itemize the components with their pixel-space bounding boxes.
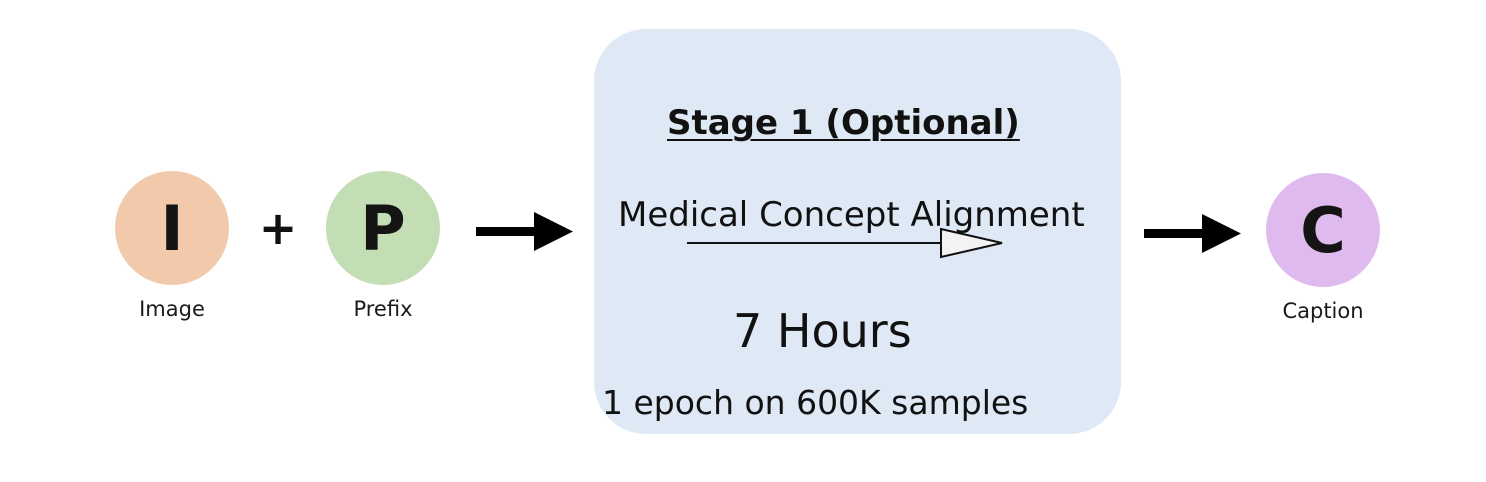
stage-task: Medical Concept Alignment (618, 195, 1085, 235)
image-label: Image (139, 297, 205, 321)
arrow-inputs-to-stage (476, 212, 573, 251)
image-node-letter: I (160, 191, 184, 265)
plus-operator: + (258, 201, 298, 255)
prefix-node: P (326, 171, 440, 285)
image-node: I (115, 171, 229, 285)
stage-time: 7 Hours (733, 304, 912, 358)
prefix-node-letter: P (360, 191, 406, 265)
caption-label: Caption (1282, 299, 1364, 323)
caption-node-letter: C (1300, 193, 1346, 267)
stage-title-text: Stage 1 (Optional) (667, 103, 1020, 143)
stage-detail: 1 epoch on 600K samples (602, 383, 1029, 422)
prefix-label: Prefix (353, 297, 413, 321)
stage-box: Stage 1 (Optional) Medical Concept Align… (594, 29, 1121, 434)
arrow-stage-to-output (1144, 214, 1241, 253)
caption-node: C (1266, 173, 1380, 287)
